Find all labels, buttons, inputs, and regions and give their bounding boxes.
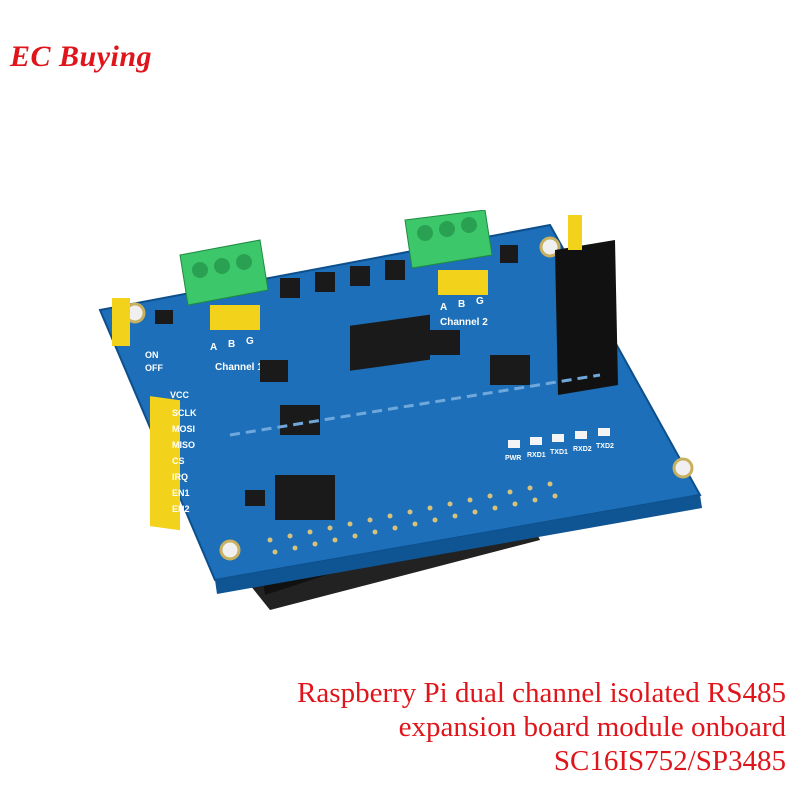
svg-text:G: G — [476, 296, 484, 307]
pin-label: EN1 — [172, 488, 190, 498]
isolated-power-module — [555, 215, 618, 395]
channel-labels: Channel 1 Channel 2 A B G A B G — [210, 296, 488, 373]
isolation-line — [229, 373, 601, 437]
pin-label: OFF — [145, 363, 163, 373]
svg-text:RXD2: RXD2 — [573, 446, 592, 453]
svg-text:A: A — [440, 302, 447, 313]
mount-hole — [219, 539, 241, 561]
svg-text:TXD1: TXD1 — [550, 449, 568, 456]
pin-label: VCC — [170, 390, 190, 400]
svg-text:B: B — [228, 339, 235, 350]
mount-hole — [672, 457, 694, 479]
mount-hole — [539, 236, 561, 258]
gpio-holes — [267, 481, 558, 555]
components — [155, 245, 530, 520]
svg-text:PWR: PWR — [505, 455, 521, 462]
pin-label: EN2 — [172, 504, 190, 514]
svg-text:TXD2: TXD2 — [596, 443, 614, 450]
pcb-edge — [215, 495, 702, 594]
pin-label: SCLK — [172, 408, 197, 418]
svg-text:RXD1: RXD1 — [527, 452, 546, 459]
brand-logo: EC Buying — [10, 40, 153, 73]
terminal-block-1 — [179, 239, 269, 330]
left-pin-header — [112, 298, 180, 531]
terminal-block-2 — [404, 210, 493, 295]
svg-text:B: B — [458, 299, 465, 310]
caption-line-1: Raspberry Pi dual channel isolated RS485 — [297, 677, 786, 709]
channel-label-2: Channel 2 — [440, 317, 488, 328]
pin-label: MOSI — [172, 424, 195, 434]
product-caption: Raspberry Pi dual channel isolated RS485… — [26, 676, 786, 778]
pin-label: MISO — [172, 440, 195, 450]
channel-label-1: Channel 1 — [215, 362, 263, 373]
left-pin-labels: ON OFF VCC SCLK MOSI MISO CS IRQ EN1 EN2 — [145, 350, 197, 514]
pin-label: ON — [145, 350, 159, 360]
pin-label: CS — [172, 456, 185, 466]
caption-line-2: expansion board module onboard — [398, 711, 786, 743]
svg-text:A: A — [210, 342, 217, 353]
svg-text:G: G — [246, 336, 254, 347]
product-photo: ON OFF VCC SCLK MOSI MISO CS IRQ EN1 EN2… — [98, 210, 702, 610]
caption-line-3: SC16IS752/SP3485 — [553, 745, 786, 777]
led-labels: PWR RXD1 TXD1 RXD2 TXD2 — [505, 443, 614, 462]
pin-label: IRQ — [172, 472, 188, 482]
led-row — [508, 428, 610, 448]
